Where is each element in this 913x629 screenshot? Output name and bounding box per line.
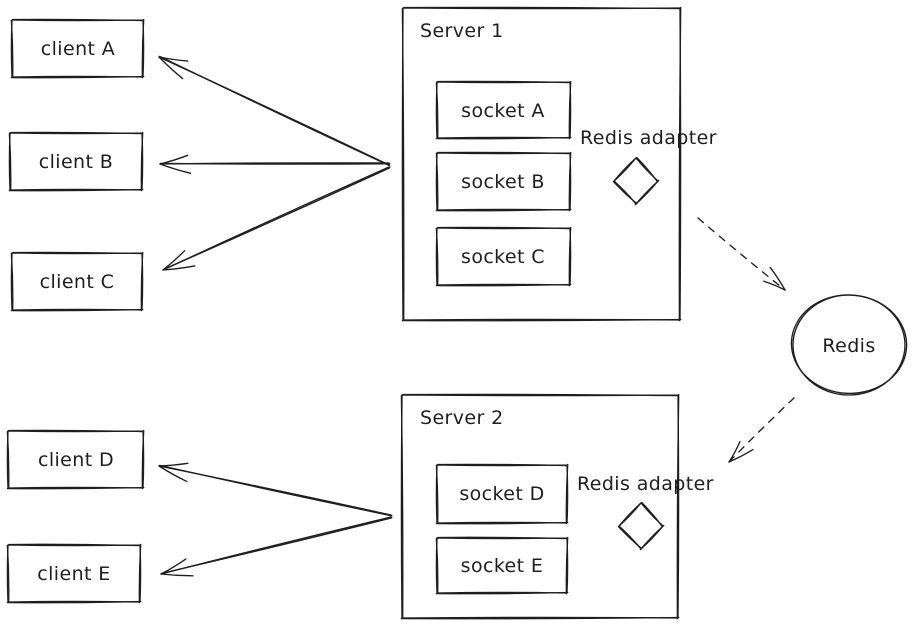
redis-node-circle [790, 294, 908, 396]
server-2-box [400, 393, 680, 620]
socket-a-box [435, 80, 572, 140]
arrow-server1-to-client-c [162, 166, 391, 271]
client-b-box [8, 131, 144, 192]
arrow-server1-to-client-b [159, 154, 391, 174]
socket-c-box [435, 226, 572, 287]
server-2-title: Server 2 [420, 407, 504, 429]
arrow-server2-to-client-d [158, 462, 393, 517]
client-e-box [6, 543, 142, 604]
redis-adapter-2-diamond [617, 501, 665, 551]
arrow-server1-to-client-a [158, 55, 391, 167]
client-c-box [10, 251, 144, 312]
server-1-box [401, 6, 682, 322]
redis-adapter-1-label: Redis adapter [580, 127, 717, 149]
arrow-server2-to-client-e [160, 516, 393, 577]
socket-d-box [435, 463, 569, 525]
socket-d-label: socket D [459, 483, 544, 505]
socket-e-box [435, 536, 569, 595]
client-a-box [10, 18, 145, 79]
client-d-box [6, 429, 145, 490]
client-c-label: client C [40, 271, 115, 293]
redis-adapter-1-diamond [612, 156, 660, 206]
socket-b-label: socket B [461, 171, 545, 193]
dashed-arrow-redis-to-server2 [728, 397, 795, 463]
redis-adapter-2-label: Redis adapter [577, 473, 714, 495]
socket-c-label: socket C [461, 246, 545, 268]
dashed-arrow-server1-to-redis [697, 217, 786, 291]
socket-b-box [435, 151, 572, 212]
redis-label: Redis [822, 335, 875, 357]
socket-a-label: socket A [461, 100, 545, 122]
server-1-title: Server 1 [420, 20, 504, 42]
client-d-label: client D [38, 449, 114, 471]
client-b-label: client B [39, 151, 113, 173]
client-e-label: client E [37, 563, 110, 585]
socket-e-label: socket E [461, 555, 544, 577]
client-a-label: client A [41, 38, 115, 60]
